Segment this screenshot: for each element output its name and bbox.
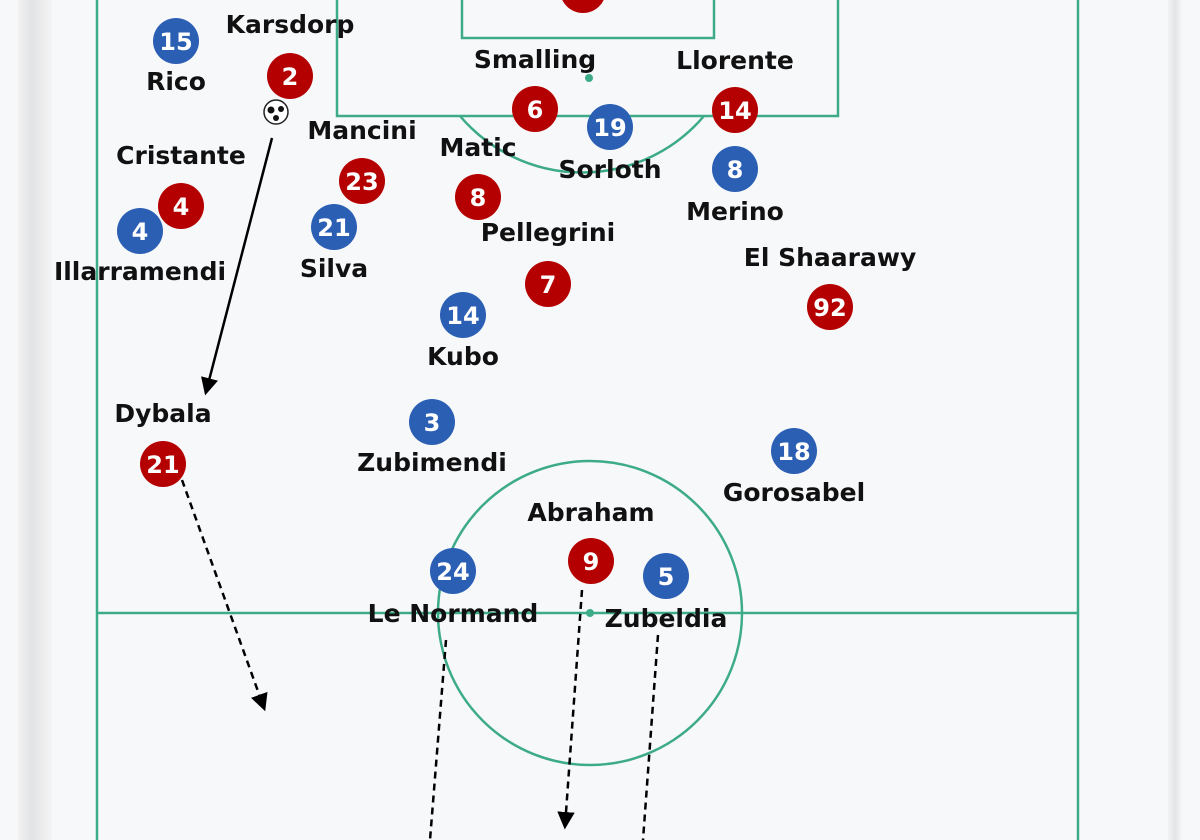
player-name: Illarramendi <box>54 257 226 286</box>
player-marker <box>771 428 817 474</box>
player-number: 5 <box>658 563 675 591</box>
player-name: Llorente <box>676 46 794 75</box>
movement-arrows <box>180 137 660 840</box>
player-number: 21 <box>146 451 179 479</box>
red-player-offscreen <box>562 0 604 13</box>
player-marker <box>643 553 689 599</box>
red-player: 21 Dybala <box>114 399 212 487</box>
player-number: 14 <box>718 97 751 125</box>
player-number: 3 <box>424 409 441 437</box>
player-name: Cristante <box>116 141 246 170</box>
player-name: Matic <box>439 133 516 162</box>
player-number: 8 <box>727 156 744 184</box>
player-number: 9 <box>583 548 600 576</box>
player-number: 18 <box>777 438 810 466</box>
player-number: 4 <box>132 218 149 246</box>
run-arrow-zubeldia <box>641 634 660 840</box>
player-number: 6 <box>527 96 544 124</box>
player-marker <box>409 399 455 445</box>
player-name: Zubeldia <box>605 604 728 633</box>
run-arrow-abraham <box>557 589 584 830</box>
player-marker <box>140 441 186 487</box>
player-marker <box>117 208 163 254</box>
player-name: Le Normand <box>368 599 539 628</box>
player-number: 2 <box>282 63 299 91</box>
player-marker <box>153 18 199 64</box>
red-player: 8 Matic <box>439 133 517 220</box>
player-marker <box>158 183 204 229</box>
player-name: El Shaarawy <box>744 243 917 272</box>
player-name: Dybala <box>114 399 211 428</box>
center-circle <box>436 459 744 767</box>
player-name: Kubo <box>427 342 499 371</box>
player-number: 8 <box>470 184 487 212</box>
player-marker <box>587 104 633 150</box>
player-name: Smalling <box>474 45 596 74</box>
player-name: Pellegrini <box>481 218 616 247</box>
red-player: 2 Karsdorp <box>226 10 355 99</box>
player-marker <box>430 548 476 594</box>
player-number: 4 <box>173 193 190 221</box>
goal-area <box>460 0 716 40</box>
player-name: Merino <box>686 197 784 226</box>
center-spot <box>586 609 594 617</box>
player-marker <box>568 538 614 584</box>
red-player: 9 Abraham <box>527 498 655 584</box>
player-marker <box>311 204 357 250</box>
red-player: 92 El Shaarawy <box>744 243 917 330</box>
player-marker <box>512 86 558 132</box>
player-name: Karsdorp <box>226 10 355 39</box>
player-marker <box>440 292 486 338</box>
player-marker <box>712 87 758 133</box>
player-number: 15 <box>159 28 192 56</box>
player-name: Zubimendi <box>357 448 507 477</box>
soccer-ball-icon <box>263 99 289 125</box>
penalty-spot <box>585 74 593 82</box>
player-number: 23 <box>345 168 378 196</box>
red-player: 6 Smalling <box>474 45 596 132</box>
player-number: 7 <box>540 271 557 299</box>
red-player: 7 Pellegrini <box>481 218 616 307</box>
pitch-markings <box>95 0 1080 840</box>
frame-right-edge <box>1168 0 1182 840</box>
run-arrow-le-normand <box>428 639 448 840</box>
player-number: 19 <box>593 114 626 142</box>
player-number: 21 <box>317 214 350 242</box>
penalty-arc <box>459 115 705 174</box>
player-marker <box>339 158 385 204</box>
frame-left-edge <box>18 0 52 840</box>
run-arrow-dybala <box>180 479 268 712</box>
red-player: 23 Mancini <box>307 116 417 204</box>
red-player: 14 Llorente <box>676 46 794 133</box>
player-name: Sorloth <box>558 155 661 184</box>
players-layer: 15Rico4Illarramendi21Silva14Kubo3Zubimen… <box>54 10 916 633</box>
player-name: Mancini <box>307 116 416 145</box>
player-marker <box>455 174 501 220</box>
player-marker <box>267 53 313 99</box>
player-name: Silva <box>300 254 368 283</box>
player-name: Abraham <box>527 498 654 527</box>
red-player: 4 Cristante <box>116 141 246 229</box>
player-number: 92 <box>813 294 846 322</box>
player-number: 24 <box>436 558 469 586</box>
player-name: Rico <box>146 67 206 96</box>
blue-player: 24 Le Normand <box>368 548 539 628</box>
player-marker <box>807 284 853 330</box>
player-marker <box>525 261 571 307</box>
pass-arrow <box>201 137 274 396</box>
player-number: 14 <box>446 302 479 330</box>
player-name: Gorosabel <box>723 478 865 507</box>
penalty-box <box>335 0 840 118</box>
player-marker <box>712 146 758 192</box>
